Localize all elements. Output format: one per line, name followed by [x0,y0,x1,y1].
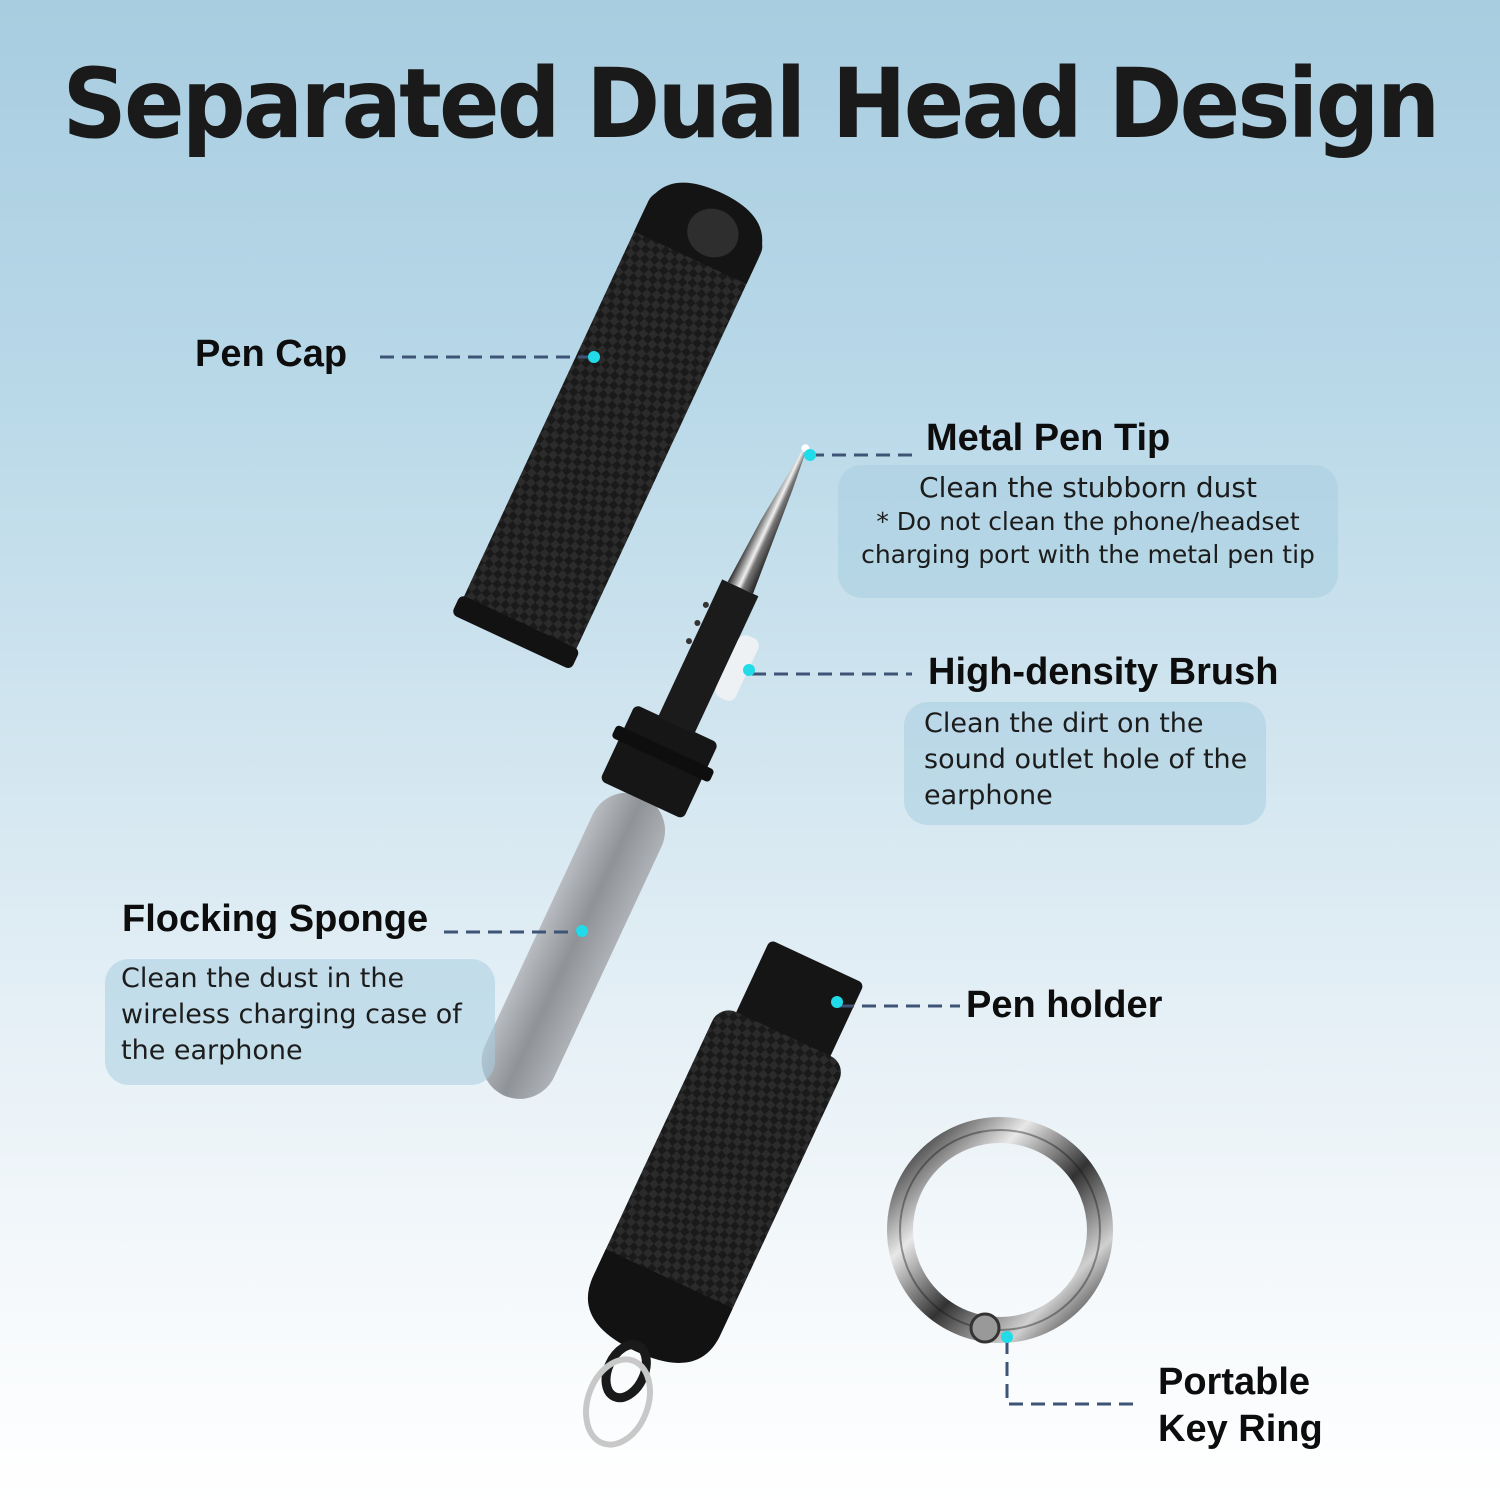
leader-lines [380,355,1140,1406]
cleaning-pen-illustration [481,444,810,1099]
pen-holder-label: Pen holder [966,984,1163,1026]
description-line: Clean the stubborn dust [919,471,1257,504]
pen-cap-illustration [453,182,763,668]
split-ring-illustration [583,1356,653,1448]
flocking-sponge-label: Flocking Sponge [122,898,429,940]
pen-cap-label: Pen Cap [195,333,348,375]
pen-holder-illustration [587,941,863,1403]
description-line: wireless charging case of [121,998,462,1030]
warning-line: * Do not clean the phone/headset [876,507,1300,537]
warning-line: charging port with the metal pen tip [861,539,1315,569]
flocking-sponge-description: Clean the dust in the wireless charging … [105,959,495,1085]
description-line: Clean the dust in the [121,963,405,994]
portable-key-ring-label-line1: Portable [1158,1361,1311,1403]
key-ring-illustration [887,1117,1113,1344]
description-line: earphone [924,779,1053,811]
portable-key-ring-label-line2: Key Ring [1158,1408,1323,1450]
high-density-brush-description: Clean the dirt on the sound outlet hole … [904,702,1266,825]
page-title: Separated Dual Head Design [62,48,1441,160]
metal-pen-tip-description: Clean the stubborn dust * Do not clean t… [838,465,1338,598]
callout-dots [576,351,1013,1343]
description-line: sound outlet hole of the [924,743,1248,775]
description-line: Clean the dirt on the [924,708,1204,739]
metal-pen-tip-label: Metal Pen Tip [926,417,1171,459]
description-line: the earphone [121,1034,303,1066]
high-density-brush-label: High-density Brush [928,651,1279,693]
